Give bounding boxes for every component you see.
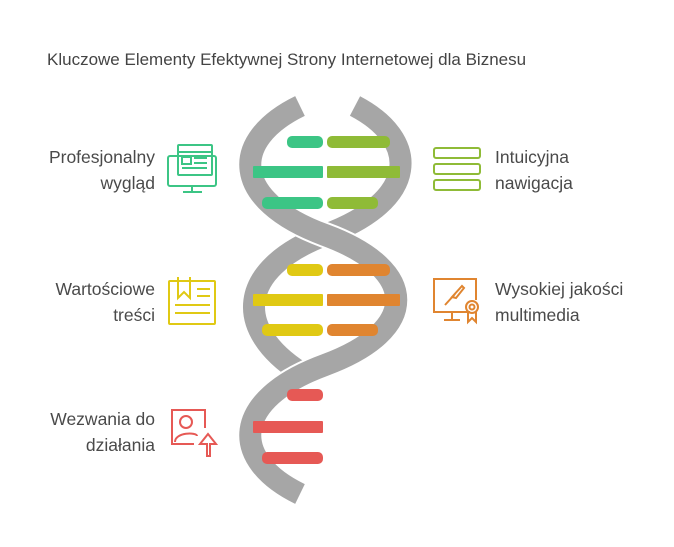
- label-quality-multimedia: Wysokiej jakości multimedia: [495, 276, 623, 328]
- dna-rung-right: [327, 166, 400, 178]
- dna-rung-right: [327, 294, 400, 306]
- dna-rung-left: [262, 197, 323, 209]
- dna-rung-left: [262, 324, 323, 336]
- dna-rung-right: [327, 197, 378, 209]
- label-line: Wartościowe: [55, 279, 155, 299]
- diagram-title: Kluczowe Elementy Efektywnej Strony Inte…: [47, 50, 527, 69]
- label-line: Wezwania do: [50, 409, 155, 429]
- label-call-to-action: Wezwania do działania: [50, 406, 155, 458]
- dna-rung-right: [327, 264, 390, 276]
- menu-bars-icon: [433, 147, 481, 191]
- monitor-layout-icon: [167, 144, 217, 193]
- label-line: wygląd: [100, 173, 155, 193]
- dna-rung-right: [327, 136, 390, 148]
- dna-rung-left: [253, 166, 323, 178]
- dna-rung-left: [287, 389, 323, 401]
- label-line: multimedia: [495, 305, 580, 325]
- label-line: działania: [85, 435, 155, 455]
- label-line: Profesjonalny: [48, 147, 155, 167]
- user-upload-icon: [171, 409, 219, 457]
- dna-rung-left: [253, 421, 323, 433]
- dna-rung-left: [253, 294, 323, 306]
- document-bookmark-icon: [168, 277, 216, 325]
- label-line: nawigacja: [495, 173, 573, 193]
- label-professional-look: Profesjonalny wygląd: [49, 144, 155, 196]
- label-line: Intuicyjna: [495, 147, 569, 167]
- label-intuitive-navigation: Intuicyjna nawigacja: [495, 144, 573, 196]
- label-line: Wysokiej jakości: [495, 279, 624, 299]
- dna-rung-left: [287, 136, 323, 148]
- label-line: treści: [113, 305, 155, 325]
- dna-rung-right: [327, 324, 378, 336]
- monitor-brush-award-icon: [433, 278, 479, 325]
- dna-rung-left: [262, 452, 323, 464]
- label-valuable-content: Wartościowe treści: [55, 276, 155, 328]
- dna-rung-left: [287, 264, 323, 276]
